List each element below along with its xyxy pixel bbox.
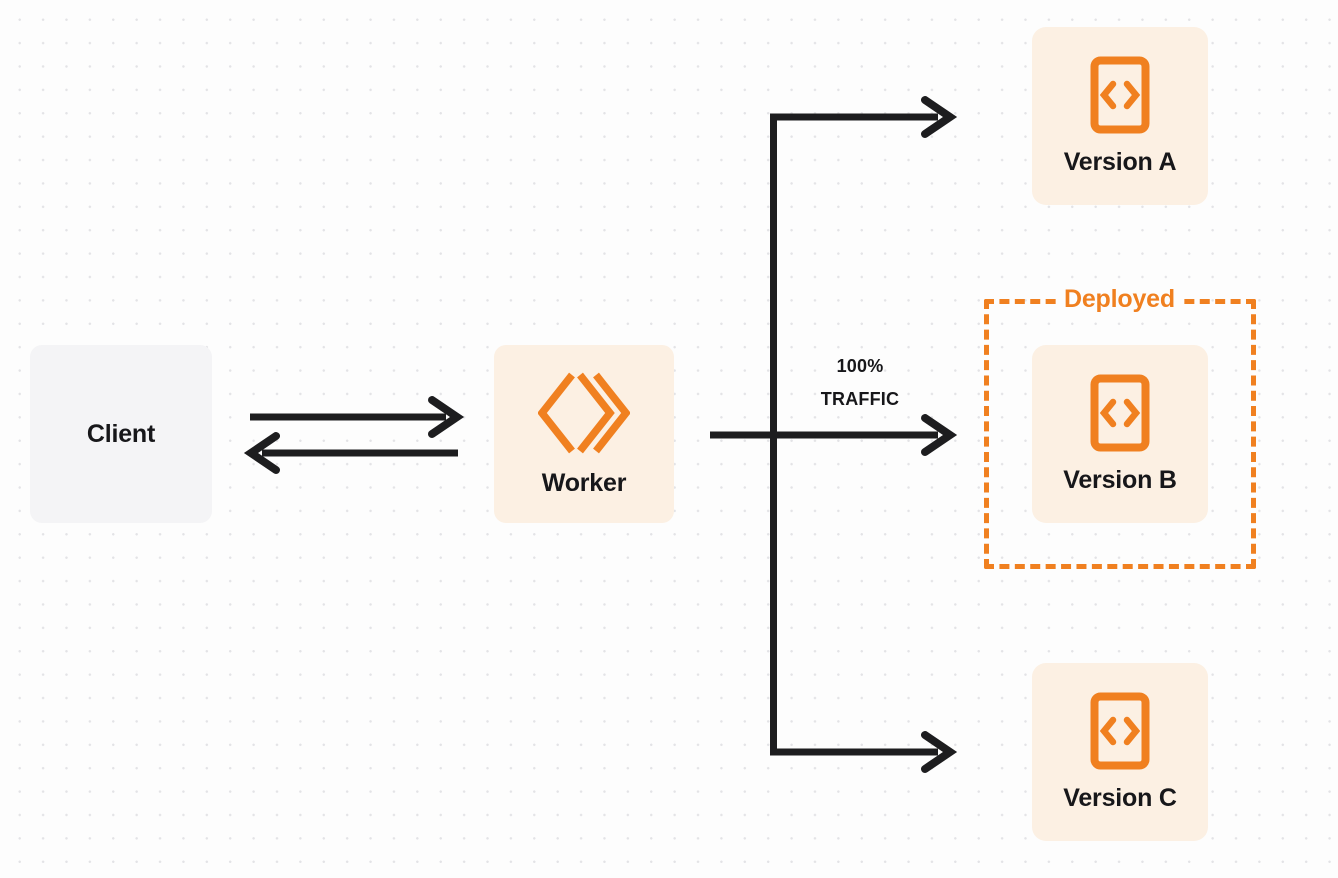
code-file-icon: [1090, 692, 1150, 770]
arrowhead-version-b: [921, 414, 958, 456]
code-file-icon: [1090, 56, 1150, 134]
node-version-b-label: Version B: [1063, 465, 1177, 494]
node-worker-label: Worker: [541, 468, 627, 497]
arrow-worker-to-client: [243, 432, 458, 474]
node-version-b[interactable]: Version B: [1032, 345, 1208, 523]
workers-logo-icon: [538, 371, 630, 455]
arrow-worker-to-versions: [710, 96, 958, 773]
deployed-group-label: Deployed: [1056, 285, 1183, 313]
traffic-percentage-label: 100% TRAFFIC: [790, 350, 930, 416]
node-version-a-label: Version A: [1063, 147, 1177, 176]
node-version-c[interactable]: Version C: [1032, 663, 1208, 841]
node-client-label: Client: [86, 419, 156, 448]
arrowhead-version-c: [921, 731, 958, 773]
arrowhead-version-a: [921, 96, 958, 138]
traffic-word: TRAFFIC: [820, 389, 900, 409]
node-client[interactable]: Client: [30, 345, 212, 523]
traffic-percent-value: 100%: [836, 356, 884, 376]
code-file-icon: [1090, 374, 1150, 452]
node-worker[interactable]: Worker: [494, 345, 674, 523]
arrow-client-to-worker: [250, 396, 465, 438]
node-version-a[interactable]: Version A: [1032, 27, 1208, 205]
node-version-c-label: Version C: [1063, 783, 1177, 812]
